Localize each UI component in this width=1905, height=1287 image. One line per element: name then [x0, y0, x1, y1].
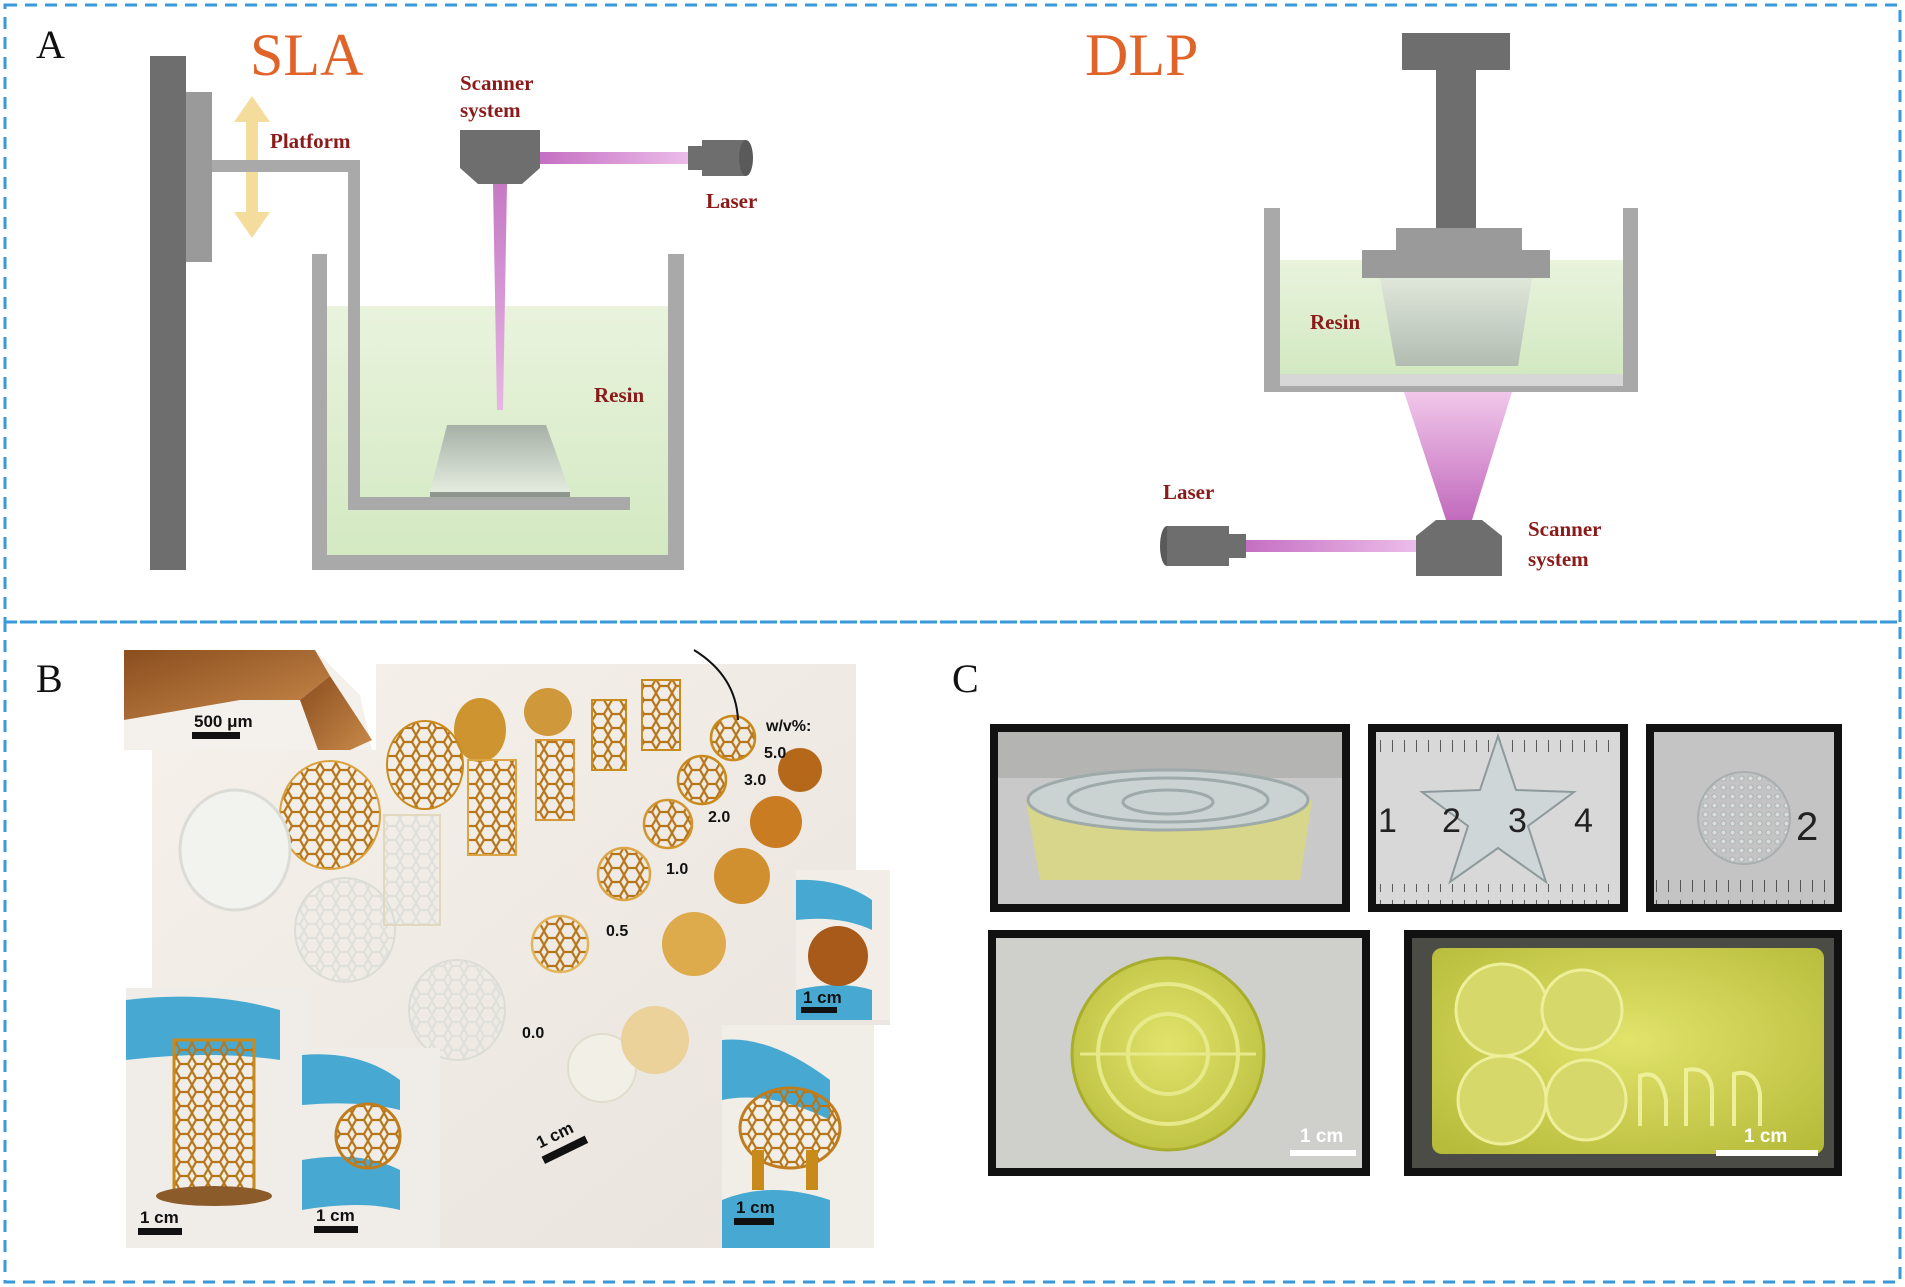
sla-laser-icon	[688, 140, 753, 176]
panel-a-border	[3, 3, 1902, 624]
dlp-platform-top	[1396, 228, 1522, 252]
panel-a-letter: A	[36, 22, 65, 67]
sla-stand	[150, 56, 186, 570]
inset-elephant-scale-label: 1 cm	[736, 1198, 775, 1217]
panel-b-micrograph-inset: 500 μm	[124, 650, 372, 750]
legend-curve	[693, 649, 739, 721]
sla-scanner-label-2: system	[460, 98, 521, 122]
inset-ball-scale-label: 1 cm	[316, 1206, 355, 1225]
panel-c-photo-3: 2	[1646, 724, 1842, 912]
dlp-top-bar	[1402, 33, 1510, 70]
conc-label-6: 0.0	[522, 1025, 544, 1042]
dlp-vat-window	[1280, 374, 1623, 386]
sla-printed-part	[430, 425, 570, 492]
sla-laser-label: Laser	[706, 189, 757, 213]
legend-header: w/v%:	[765, 718, 811, 735]
dlp-laser-icon	[1160, 526, 1246, 566]
dlp-scanner-label-2: system	[1528, 547, 1589, 571]
sla-beam-horizontal	[540, 152, 690, 164]
panel-b-inset-spiky: 1 cm	[796, 870, 890, 1020]
sla-stand-slider	[186, 92, 212, 262]
panel-c-photo-4: 1 cm	[988, 930, 1370, 1176]
conc-label-5: 0.5	[606, 923, 628, 940]
sla-scanner-icon	[460, 130, 540, 184]
sla-resin-label: Resin	[594, 383, 644, 407]
micrograph-scale-label: 500 μm	[194, 712, 253, 731]
panel-b: B	[36, 649, 890, 1248]
dlp-resin-label: Resin	[1310, 310, 1360, 334]
dlp-light-cone	[1404, 392, 1512, 520]
dlp-beam-horizontal	[1246, 540, 1416, 552]
panel-b-letter: B	[36, 656, 63, 701]
ruler-digit-2: 2	[1442, 802, 1461, 840]
inset-spiky-scale-label: 1 cm	[803, 988, 842, 1007]
dotted-disc	[1697, 771, 1791, 865]
panel-c-photo-1	[990, 724, 1350, 912]
conc-label-3: 2.0	[708, 809, 730, 826]
ruler-digit-4: 4	[1574, 802, 1593, 840]
dlp-printed-part	[1380, 278, 1532, 366]
dlp-scanner-label-1: Scanner	[1528, 517, 1602, 541]
panel-b-inset-tube: 1 cm	[126, 988, 310, 1248]
dlp-scanner-icon	[1416, 520, 1502, 576]
sla-beam-vertical	[493, 184, 507, 410]
sla-title: SLA	[250, 22, 363, 88]
inset-tube-scale-label: 1 cm	[140, 1208, 179, 1227]
dlp-diagram: DLP Resin Scanner system	[1085, 22, 1638, 576]
dlp-title: DLP	[1085, 22, 1198, 88]
sla-scanner-label-1: Scanner	[460, 71, 534, 95]
star-gel	[1419, 732, 1577, 885]
panel-b-inset-elephant: 1 cm	[722, 1025, 874, 1248]
panel-c-letter: C	[952, 656, 979, 701]
photo-5-scale-label: 1 cm	[1744, 1126, 1787, 1147]
panel-b-main-photo: w/v%: 5.0 3.0 2.0 1.0 0.5 0.0 1 cm	[152, 649, 890, 1248]
panel-c-photo-5: 1 cm	[1404, 930, 1842, 1176]
ruler-digit-1: 1	[1378, 802, 1397, 840]
panel-bc-border	[3, 620, 1902, 1284]
conc-label-2: 3.0	[744, 772, 766, 789]
panel-c-photo-2: 1 2 3 4	[1368, 724, 1628, 912]
panel-a: A SLA Platform Scanner sys	[36, 22, 1638, 576]
ruler-digit-small: 2	[1796, 805, 1818, 849]
conc-label-1: 5.0	[764, 745, 786, 762]
panel-b-inset-ball: 1 cm	[302, 1048, 440, 1248]
sla-diagram: SLA Platform Scanner system	[150, 22, 757, 570]
panel-borders	[3, 3, 1902, 1284]
conc-label-4: 1.0	[666, 861, 688, 878]
dlp-platform	[1362, 250, 1550, 278]
panel-c: C 1 2 3 4 2	[952, 656, 1842, 1176]
photo-4-scale-label: 1 cm	[1300, 1126, 1343, 1147]
ruler-digit-3: 3	[1508, 802, 1527, 840]
dlp-shaft	[1436, 70, 1476, 230]
dlp-laser-label: Laser	[1163, 480, 1214, 504]
platform-label: Platform	[270, 129, 351, 153]
